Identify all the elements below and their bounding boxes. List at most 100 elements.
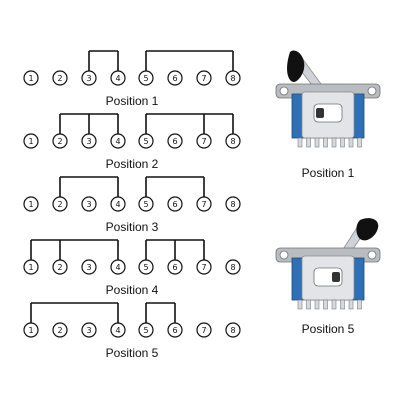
pin-number: 6 (172, 137, 177, 146)
position-caption: Position 2 (106, 157, 159, 171)
lug (297, 299, 303, 310)
pin-circle (138, 196, 154, 212)
pin-number: 6 (172, 326, 177, 335)
pin-circle (110, 322, 126, 338)
terminal-pin: 2 (52, 259, 68, 275)
pin-circle (167, 259, 183, 275)
terminal-pin: 4 (110, 259, 126, 275)
pin-number: 8 (230, 200, 235, 209)
jumper-link (145, 302, 176, 323)
switch-photo-position-5: Position 5 (275, 218, 381, 336)
lug (357, 299, 362, 310)
screw-hole-left (279, 250, 289, 260)
pin-circle (196, 70, 212, 86)
position-caption: Position 3 (106, 220, 159, 234)
terminal-lugs (297, 137, 362, 148)
pin-circle (225, 259, 241, 275)
pin-number: 2 (57, 74, 62, 83)
lug (340, 299, 345, 310)
pin-number: 7 (201, 200, 206, 209)
pin-circle (167, 70, 183, 86)
pin-circle (167, 322, 183, 338)
terminal-pin: 1 (23, 133, 39, 149)
jumper-link (59, 113, 119, 134)
lever-base (332, 272, 340, 282)
terminal-pin: 4 (110, 70, 126, 86)
lug (348, 299, 354, 310)
terminal-pin: 7 (196, 133, 212, 149)
jumper-link (145, 239, 205, 260)
lug (348, 137, 354, 148)
terminal-pin: 1 (23, 322, 39, 338)
lug (340, 137, 345, 148)
pin-number: 5 (143, 263, 148, 272)
terminal-pin: 2 (52, 196, 68, 212)
terminal-pin: 5 (138, 322, 154, 338)
pin-number: 2 (57, 200, 62, 209)
terminal-pin: 3 (81, 70, 97, 86)
lug (306, 299, 311, 310)
pin-circle (167, 133, 183, 149)
pin-number: 2 (57, 263, 62, 272)
lug (314, 137, 320, 148)
pin-number: 4 (115, 326, 120, 335)
pin-circle (225, 133, 241, 149)
lug (331, 299, 337, 310)
pin-circle (225, 196, 241, 212)
switch-lever (287, 50, 325, 91)
pin-number: 7 (201, 74, 206, 83)
position-caption: Position 5 (106, 346, 159, 360)
position-caption: Position 1 (106, 94, 159, 108)
pin-circle (23, 133, 39, 149)
pin-circle (23, 259, 39, 275)
lug (357, 137, 362, 148)
lever-tip-icon (356, 218, 379, 241)
pin-circle (81, 133, 97, 149)
terminal-pin: 5 (138, 70, 154, 86)
lug (314, 299, 320, 310)
terminal-pin: 1 (23, 70, 39, 86)
pin-circle (52, 196, 68, 212)
pin-number: 5 (143, 326, 148, 335)
terminal-pin: 6 (167, 196, 183, 212)
pin-number: 3 (86, 74, 91, 83)
terminal-pin: 6 (167, 322, 183, 338)
screw-hole-right (367, 250, 377, 260)
terminal-pin: 2 (52, 322, 68, 338)
lug (323, 299, 328, 310)
terminal-pin: 7 (196, 196, 212, 212)
jumper-link (145, 50, 234, 71)
pin-number: 4 (115, 263, 120, 272)
pin-circle (23, 196, 39, 212)
pin-number: 8 (230, 74, 235, 83)
terminal-pin: 3 (81, 322, 97, 338)
terminal-pin: 4 (110, 322, 126, 338)
photo-caption: Position 5 (302, 322, 355, 336)
pin-number: 7 (201, 326, 206, 335)
pin-circle (110, 259, 126, 275)
pin-number: 3 (86, 200, 91, 209)
terminal-pin: 8 (225, 133, 241, 149)
terminal-pin: 4 (110, 196, 126, 212)
pin-number: 4 (115, 137, 120, 146)
screw-hole-right (367, 86, 377, 96)
terminal-pin: 8 (225, 322, 241, 338)
terminal-pin: 1 (23, 259, 39, 275)
terminal-pin: 6 (167, 133, 183, 149)
jumper-link (145, 176, 205, 197)
pin-number: 3 (86, 326, 91, 335)
pin-circle (110, 133, 126, 149)
pin-number: 3 (86, 137, 91, 146)
pin-circle (196, 259, 212, 275)
lug (306, 137, 311, 148)
pin-circle (52, 322, 68, 338)
pin-number: 1 (28, 326, 33, 335)
terminal-pin: 8 (225, 259, 241, 275)
pin-number: 1 (28, 263, 33, 272)
pin-number: 8 (230, 263, 235, 272)
pin-circle (138, 259, 154, 275)
